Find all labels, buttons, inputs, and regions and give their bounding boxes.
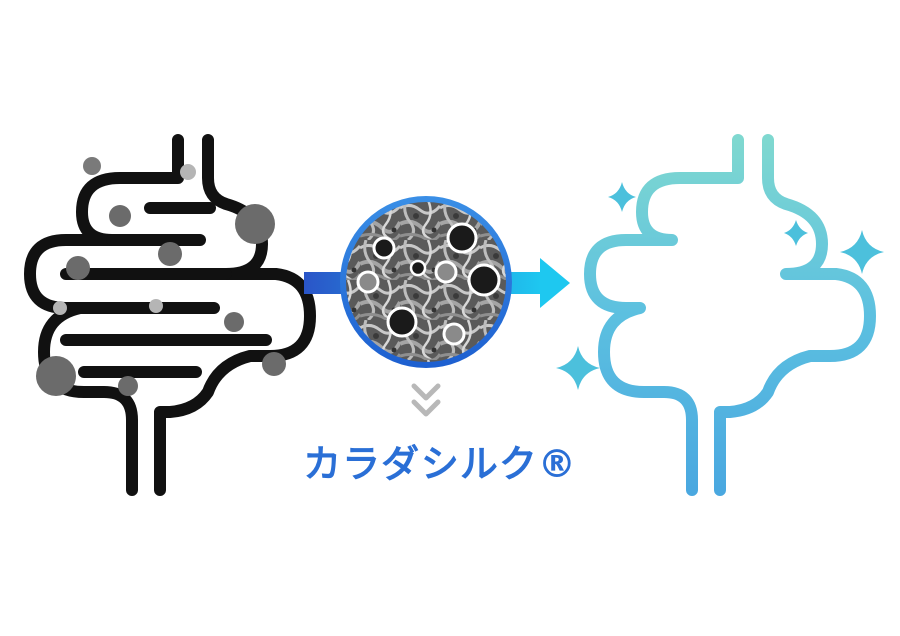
double-chevron-down-icon xyxy=(411,383,441,417)
silk-fiber-filter-icon xyxy=(340,196,512,368)
debris-particles xyxy=(36,157,286,396)
sparkle-icon xyxy=(556,182,884,390)
product-name: カラダシルク® xyxy=(303,442,577,486)
dirty-intestine-icon xyxy=(24,134,316,496)
clean-intestine-icon xyxy=(584,134,876,496)
